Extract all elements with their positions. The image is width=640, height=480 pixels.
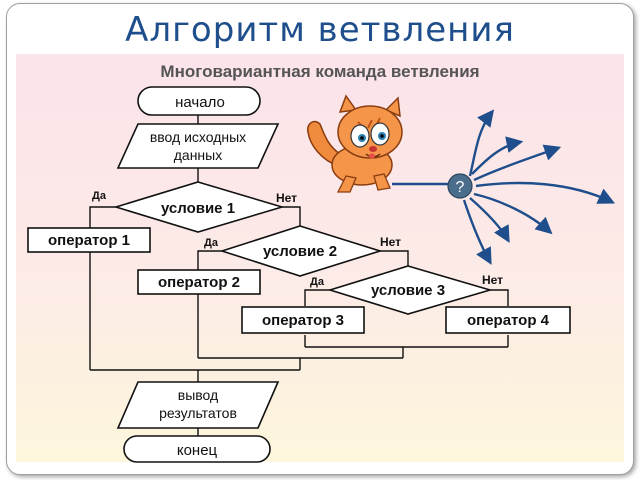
output-label-line2: результатов xyxy=(159,405,237,421)
output-block: вывод результатов xyxy=(116,381,280,429)
operator1-block: оператор 1 xyxy=(27,227,151,253)
connector-lines xyxy=(89,115,509,436)
slide-title: Алгоритм ветвления xyxy=(125,10,515,50)
condition1-decision: условие 1 xyxy=(113,181,285,233)
end-label: конец xyxy=(177,442,218,459)
operator4-block: оператор 4 xyxy=(445,306,571,334)
slide-subtitle: Многовариантная команда ветвления xyxy=(160,62,480,81)
condition1-label: условие 1 xyxy=(161,200,235,217)
condition2-label: условие 2 xyxy=(263,243,337,260)
condition2-yes: Да xyxy=(204,237,219,249)
operator2-block: оператор 2 xyxy=(137,269,261,295)
question-mark: ? xyxy=(456,179,465,196)
input-block: ввод исходных данных xyxy=(116,123,280,169)
cat-icon xyxy=(306,94,403,193)
operator3-block: оператор 3 xyxy=(241,306,365,334)
condition2-decision: условие 2 xyxy=(219,225,383,277)
operator2-label: оператор 2 xyxy=(158,274,240,291)
input-label-line2: данных xyxy=(174,147,222,163)
operator1-label: оператор 1 xyxy=(48,232,130,249)
output-label-line1: вывод xyxy=(178,387,218,403)
operator4-label: оператор 4 xyxy=(467,312,550,329)
start-label: начало xyxy=(175,94,225,111)
input-label-line1: ввод исходных xyxy=(150,129,246,145)
operator3-label: оператор 3 xyxy=(262,312,344,329)
condition3-decision: условие 3 xyxy=(327,265,493,315)
condition3-yes: Да xyxy=(310,276,325,288)
choice-arrows xyxy=(392,109,616,265)
start-terminal: начало xyxy=(137,86,261,116)
condition3-label: условие 3 xyxy=(371,282,445,299)
condition2-no: Нет xyxy=(380,235,401,249)
condition3-no: Нет xyxy=(482,273,503,287)
condition1-yes: Да xyxy=(92,190,107,202)
condition1-no: Нет xyxy=(276,191,297,205)
question-badge: ? xyxy=(447,173,473,199)
end-terminal: конец xyxy=(123,435,271,463)
